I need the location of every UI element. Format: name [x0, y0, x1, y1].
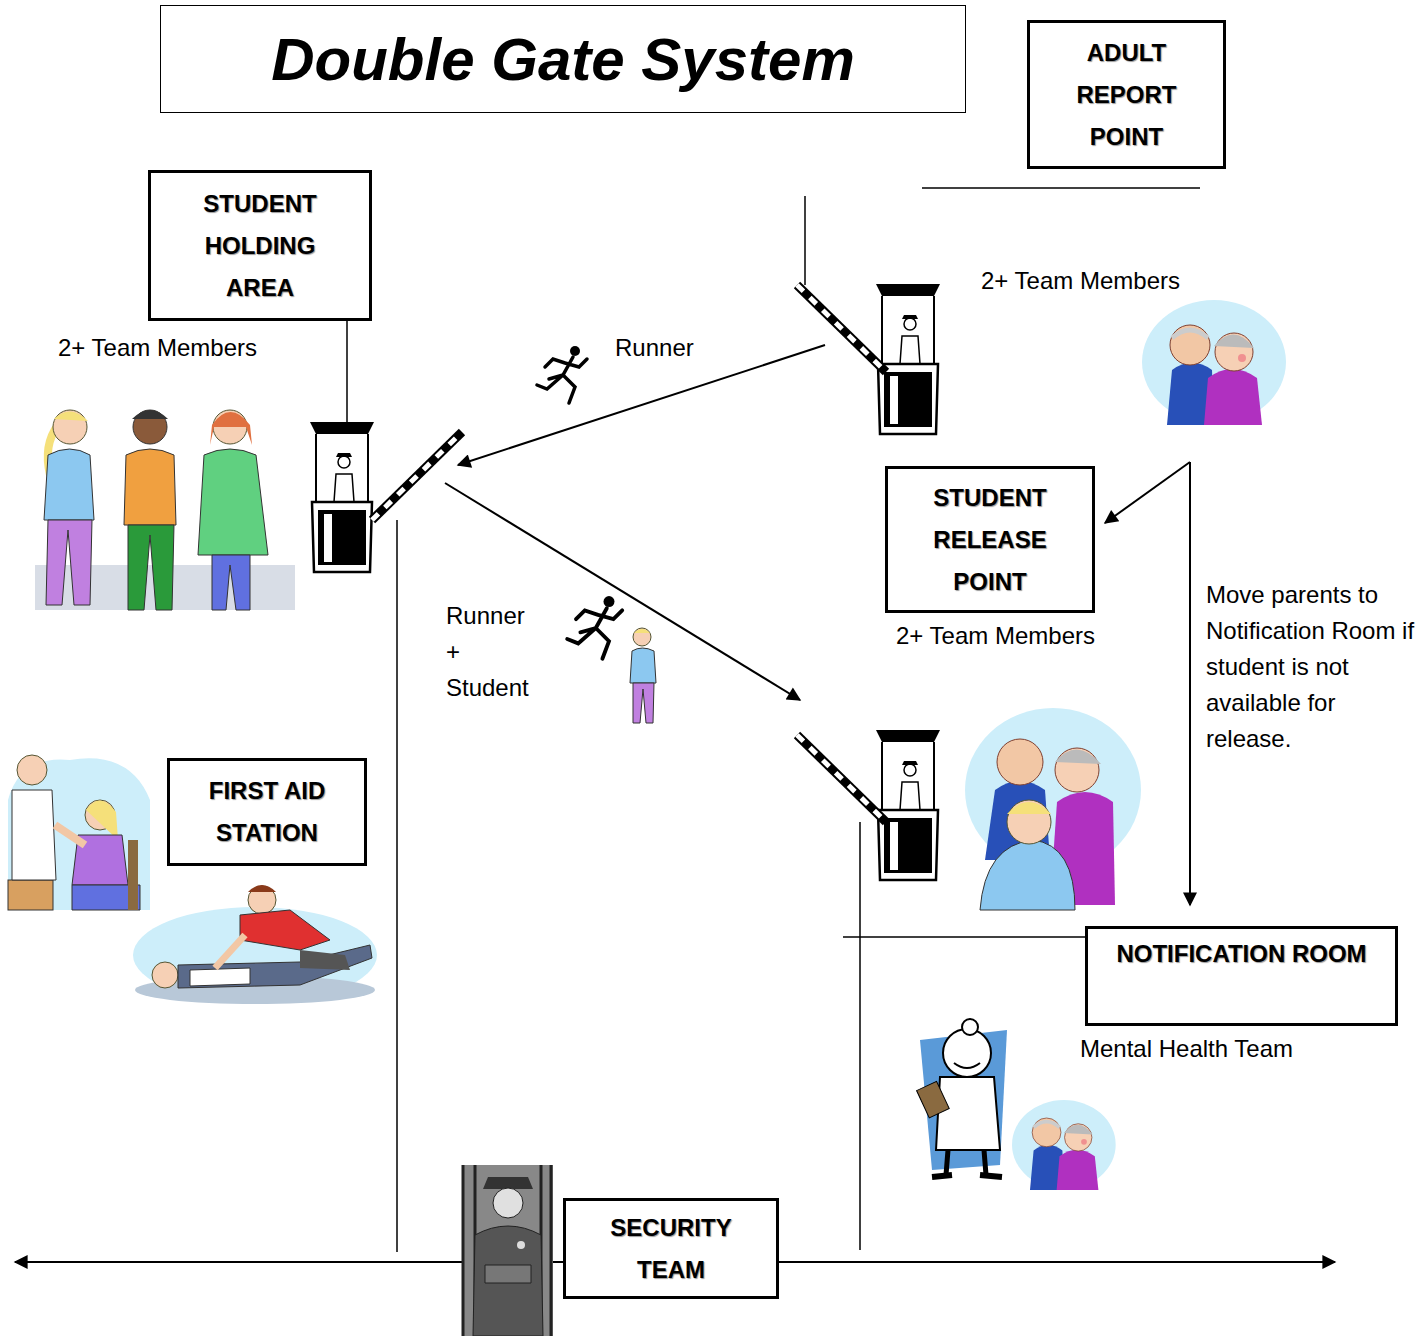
box-label: ADULT REPORT POINT — [1067, 32, 1187, 158]
runner-label: Runner — [615, 330, 735, 366]
gate-top — [797, 284, 940, 434]
gate-bottom — [797, 730, 940, 880]
holding-area-box: STUDENT HOLDING AREA — [148, 170, 372, 321]
team-note: 2+ Team Members — [58, 330, 298, 366]
box-label: STUDENT RELEASE POINT — [920, 477, 1060, 603]
notification-room-box: NOTIFICATION ROOM — [1085, 926, 1398, 1026]
family-picture — [965, 708, 1141, 910]
security-team-box: SECURITY TEAM — [563, 1198, 779, 1299]
box-label: STUDENT HOLDING AREA — [190, 183, 330, 309]
box-label: NOTIFICATION ROOM — [1097, 933, 1387, 975]
report-point-box: ADULT REPORT POINT — [1027, 20, 1226, 169]
release-point-box: STUDENT RELEASE POINT — [885, 466, 1095, 613]
title-box: Double Gate System — [160, 5, 966, 113]
box-label: FIRST AID STATION — [197, 770, 337, 854]
gate-left — [310, 422, 462, 572]
team-note: 2+ Team Members — [896, 618, 1136, 654]
instruction-note: Move parents to Notification Room if stu… — [1206, 577, 1418, 757]
flow-arrows — [445, 345, 1190, 905]
team-note: Mental Health Team — [1080, 1031, 1340, 1067]
security-officer-picture — [463, 1165, 553, 1336]
box-label: SECURITY TEAM — [601, 1207, 741, 1291]
students-picture — [35, 410, 295, 610]
runner-picture — [537, 346, 622, 659]
student-picture — [630, 628, 656, 723]
title-text: Double Gate System — [271, 25, 855, 94]
team-note: 2+ Team Members — [981, 263, 1221, 299]
divider-lines — [347, 188, 1200, 1252]
first-aid-picture — [8, 755, 377, 1004]
doctor-picture — [917, 1019, 1007, 1177]
first-aid-box: FIRST AID STATION — [167, 758, 367, 866]
runner-label: Runner + Student — [446, 598, 536, 706]
